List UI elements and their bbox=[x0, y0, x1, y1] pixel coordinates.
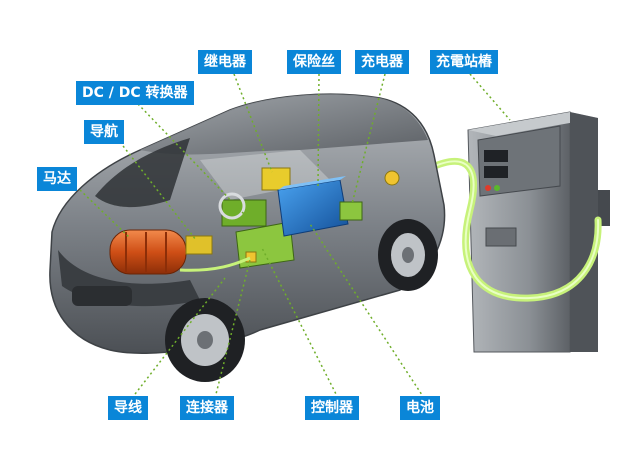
leader-dcdc bbox=[137, 103, 245, 215]
label-motor: 马达 bbox=[37, 167, 77, 191]
rear-wheel bbox=[378, 219, 438, 291]
dcdc-converter-component bbox=[218, 192, 267, 227]
leader-lines bbox=[79, 73, 511, 399]
charger-component bbox=[339, 201, 363, 221]
leader-controller bbox=[261, 247, 339, 399]
battery-component bbox=[277, 176, 349, 237]
station-display-1 bbox=[484, 150, 508, 162]
leader-navigation bbox=[119, 141, 197, 241]
internal-wire bbox=[179, 256, 251, 272]
charging-station bbox=[467, 111, 610, 353]
station-green-led bbox=[494, 185, 500, 191]
leader-station bbox=[469, 73, 511, 121]
motor-component bbox=[109, 229, 187, 275]
relay-component bbox=[261, 167, 291, 191]
label-charger: 充电器 bbox=[355, 50, 409, 74]
label-connector: 连接器 bbox=[180, 396, 234, 420]
label-relay: 继电器 bbox=[198, 50, 252, 74]
leader-connector bbox=[214, 259, 251, 399]
station-display-2 bbox=[484, 166, 508, 178]
navigation-unit bbox=[185, 235, 213, 255]
front-wheel bbox=[165, 298, 245, 382]
connector-component bbox=[245, 251, 257, 263]
station-red-led bbox=[485, 185, 491, 191]
label-navigation: 导航 bbox=[84, 120, 124, 144]
steering-wheel-icon bbox=[218, 192, 246, 220]
leader-wire bbox=[131, 277, 226, 399]
label-dcdc-converter: DC / DC 转换器 bbox=[76, 81, 194, 105]
leader-fuse bbox=[317, 73, 320, 187]
label-controller: 控制器 bbox=[305, 396, 359, 420]
label-fuse: 保险丝 bbox=[287, 50, 341, 74]
label-wire: 导线 bbox=[108, 396, 148, 420]
label-charging-station: 充電站樁 bbox=[430, 50, 498, 74]
charge-port-icon bbox=[384, 170, 400, 186]
leader-motor bbox=[79, 189, 131, 239]
leader-charger bbox=[351, 73, 386, 205]
label-battery: 电池 bbox=[400, 396, 440, 420]
